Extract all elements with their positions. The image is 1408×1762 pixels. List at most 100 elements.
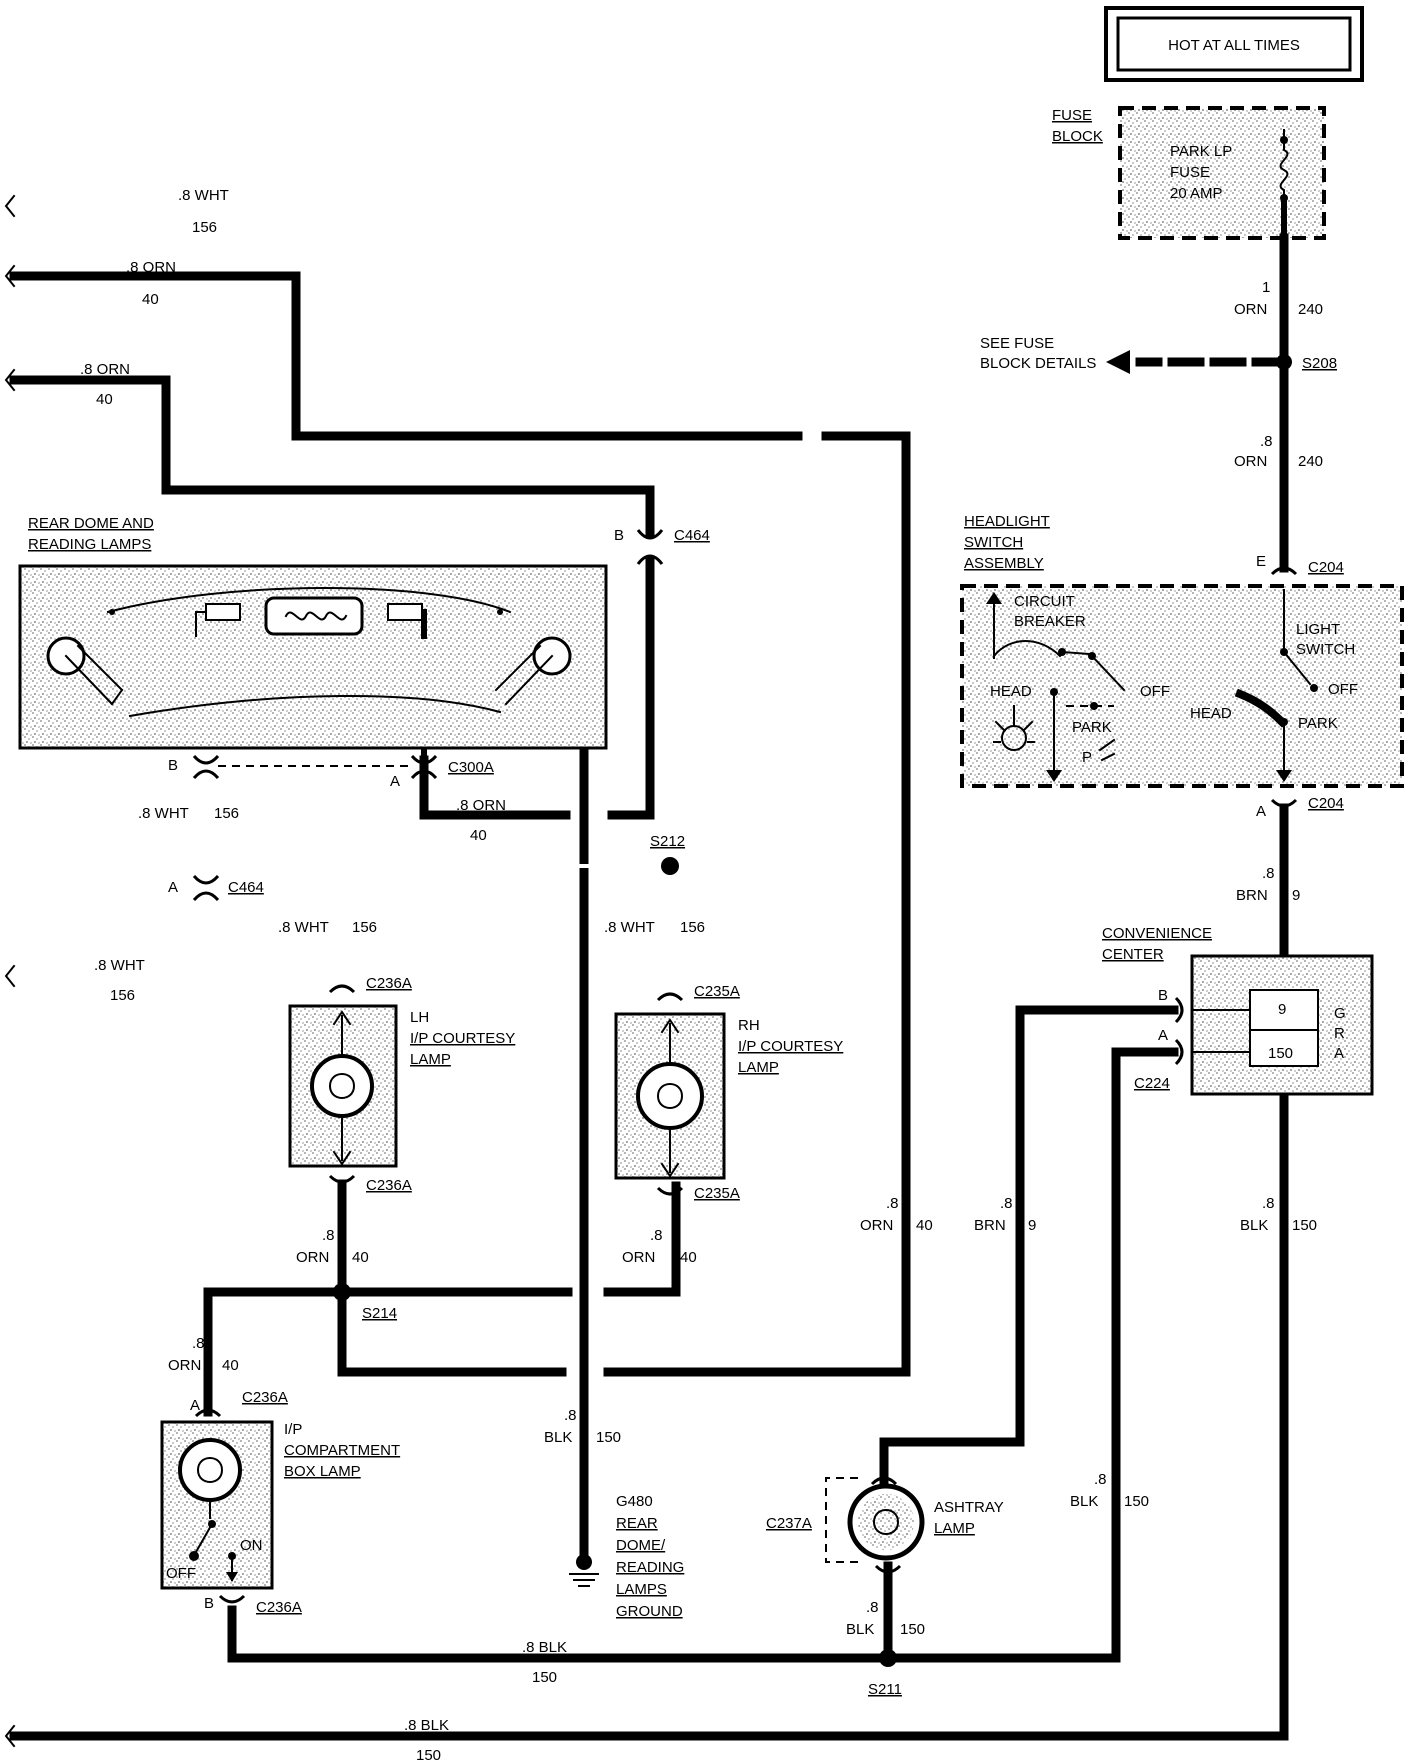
w40-rh-gauge: .8 — [650, 1227, 663, 1244]
c236a-comp-pin: A — [190, 1397, 200, 1414]
light-switch-label-2: SWITCH — [1296, 641, 1355, 658]
off-right-label: OFF — [1328, 681, 1358, 698]
c204-top-name: C204 — [1308, 559, 1344, 576]
rh-lamp-label-2: I/P COURTESY — [738, 1038, 843, 1055]
s208-dot — [1276, 354, 1292, 370]
w240-top-circuit: 240 — [1298, 301, 1323, 318]
w150-last-circuit: 150 — [416, 1747, 441, 1762]
dome-center-switch-icon — [264, 596, 364, 636]
c236a-lh-top: C236A — [366, 975, 412, 992]
c236a-comp-bottom-pin: B — [204, 1595, 214, 1612]
w150b-circuit: 150 — [1124, 1493, 1149, 1510]
comp-lamp-label-3: BOX LAMP — [284, 1463, 361, 1480]
w40-comp-color: ORN — [168, 1357, 201, 1374]
w150b-gauge: .8 — [1094, 1471, 1107, 1488]
lh-courtesy-lamp: LH I/P COURTESY LAMP — [288, 1004, 515, 1168]
c464-bottom-name: C464 — [228, 879, 264, 896]
cc-pin-150: 150 — [1268, 1045, 1293, 1062]
s212-label: S212 — [650, 833, 685, 850]
w150a-circuit: 150 — [1292, 1217, 1317, 1234]
w150-ashtray-circuit: 150 — [900, 1621, 925, 1638]
w150a-gauge: .8 — [1262, 1195, 1275, 1212]
w40-comp-circuit: 40 — [222, 1357, 239, 1374]
ground-g480: G480 REAR DOME/ READING LAMPS GROUND — [569, 1493, 684, 1620]
w150-ground-circuit: 150 — [596, 1429, 621, 1446]
ground-label-3: DOME/ — [616, 1537, 666, 1554]
s211-label: S211 — [868, 1681, 902, 1698]
c237a-name: C237A — [766, 1515, 812, 1532]
w156-rh-circuit: 156 — [680, 919, 705, 936]
w156-bottom-circuit: 156 — [110, 987, 135, 1004]
w156-left-label: .8 WHT — [138, 805, 189, 822]
fuse-name-3: 20 AMP — [1170, 185, 1223, 202]
w9a-color: BRN — [1236, 887, 1268, 904]
lh-lamp-label-2: I/P COURTESY — [410, 1030, 515, 1047]
fuse-details-arrow-icon — [1106, 350, 1130, 374]
comp-bulb-icon — [178, 1438, 242, 1502]
wires-thick — [9, 197, 1289, 1741]
w40-rh-color: ORN — [622, 1249, 655, 1266]
c464-top-name: C464 — [674, 527, 710, 544]
s214-label: S214 — [362, 1305, 397, 1322]
comp-off-label: OFF — [166, 1565, 196, 1582]
light-switch-label-1: LIGHT — [1296, 621, 1340, 638]
w9b-circuit: 9 — [1028, 1217, 1036, 1234]
fuse-name-1: PARK LP — [1170, 143, 1232, 160]
c224-pin-a: A — [1158, 1027, 1168, 1044]
c300a-pin-b: B — [168, 757, 178, 774]
cc-gra-a: A — [1334, 1045, 1344, 1062]
w9a-gauge: .8 — [1262, 865, 1275, 882]
s211-dot — [879, 1649, 897, 1667]
ground-label-1: G480 — [616, 1493, 653, 1510]
w40b-circuit: 40 — [96, 391, 113, 408]
head-left-label: HEAD — [990, 683, 1032, 700]
fuse-details-label-2: BLOCK DETAILS — [980, 355, 1096, 372]
cc-gra-g: G — [1334, 1005, 1346, 1022]
convenience-center-label-1: CONVENIENCE — [1102, 925, 1212, 942]
rear-dome-label-1: REAR DOME AND — [28, 515, 154, 532]
head-right-label: HEAD — [1190, 705, 1232, 722]
w40-right-color: ORN — [860, 1217, 893, 1234]
c224-name: C224 — [1134, 1075, 1170, 1092]
lh-lamp-label-3: LAMP — [410, 1051, 451, 1068]
c235a-rh-bottom: C235A — [694, 1185, 740, 1202]
w240-top-color: ORN — [1234, 301, 1267, 318]
c204-top-pin: E — [1256, 553, 1266, 570]
s208-label: S208 — [1302, 355, 1337, 372]
w150-ashtray-gauge: .8 — [866, 1599, 879, 1616]
w40-right-gauge: .8 — [886, 1195, 899, 1212]
w40-comp-gauge: .8 — [192, 1335, 205, 1352]
fuse-block-label-1: FUSE — [1052, 107, 1092, 124]
fuse-block-label-2: BLOCK — [1052, 128, 1103, 145]
wires-white — [14, 204, 812, 988]
w156-lh-circuit: 156 — [352, 919, 377, 936]
rear-dome-lamps: REAR DOME AND READING LAMPS — [18, 515, 608, 750]
headlight-switch-label-3: ASSEMBLY — [964, 555, 1044, 572]
convenience-center: CONVENIENCE CENTER 9 150 G R A — [1102, 925, 1374, 1096]
w240-lower-circuit: 240 — [1298, 453, 1323, 470]
ground-label-4: READING — [616, 1559, 684, 1576]
w156-rh-label: .8 WHT — [604, 919, 655, 936]
circuit-breaker-label-2: BREAKER — [1014, 613, 1086, 630]
compartment-box-lamp: ON OFF I/P COMPARTMENT BOX LAMP — [160, 1420, 400, 1590]
park-right-label: PARK — [1298, 715, 1338, 732]
w150-bottom-circuit: 150 — [532, 1669, 557, 1686]
c300a-name: C300A — [448, 759, 494, 776]
cc-pin-9: 9 — [1278, 1001, 1286, 1018]
c300a-pin-a: A — [390, 773, 400, 790]
comp-lamp-label-2: COMPARTMENT — [284, 1442, 400, 1459]
w240-lower-gauge: .8 — [1260, 433, 1273, 450]
lh-lamp-label-1: LH — [410, 1009, 429, 1026]
w156-top-label: .8 WHT — [178, 187, 229, 204]
w40b-label: .8 ORN — [80, 361, 130, 378]
w9a-circuit: 9 — [1292, 887, 1300, 904]
w9b-gauge: .8 — [1000, 1195, 1013, 1212]
c464-bottom-pin: A — [168, 879, 178, 896]
fuse-name-2: FUSE — [1170, 164, 1210, 181]
c236a-comp-bottom-name: C236A — [256, 1599, 302, 1616]
park-left-label: PARK — [1072, 719, 1112, 736]
c224-pin-b: B — [1158, 987, 1168, 1004]
w150-ground-color: BLK — [544, 1429, 572, 1446]
wire-ends — [4, 194, 16, 1748]
w150b-color: BLK — [1070, 1493, 1098, 1510]
